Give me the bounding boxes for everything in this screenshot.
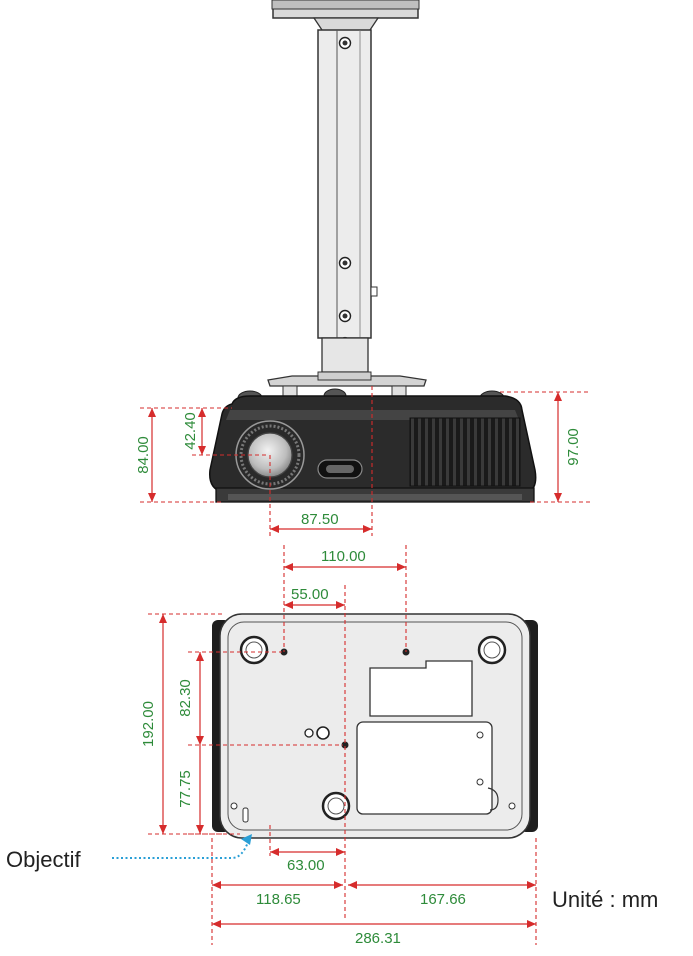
unit-label: Unité : mm [552, 887, 658, 912]
dim-depth-upper: 82.30 [177, 679, 194, 717]
dim-lens-height: 42.40 [182, 412, 199, 450]
projector-front-view [209, 388, 537, 503]
dim-lens-offset-bottom: 63.00 [287, 857, 325, 874]
dim-width-left: 118.65 [256, 891, 301, 908]
lens-pointer [112, 834, 252, 859]
bolt-icon [338, 256, 352, 270]
dim-width-total: 286.31 [355, 930, 401, 947]
bolt-icon [338, 309, 352, 323]
dim-hole-spacing-narrow: 55.00 [291, 586, 329, 603]
dim-side-height-rear: 97.00 [565, 428, 582, 466]
projector-bottom-view [212, 613, 538, 839]
dim-depth-total: 192.00 [140, 701, 157, 747]
dimension-lines [140, 386, 590, 945]
dim-lens-offset-front: 87.50 [301, 511, 339, 528]
lens-label: Objectif [6, 847, 81, 872]
dim-depth-lower: 77.75 [177, 770, 194, 808]
bolt-icon [338, 36, 352, 50]
dim-side-height-front: 84.00 [135, 436, 152, 474]
ceiling-mount [267, 0, 427, 411]
dim-width-right: 167.66 [420, 891, 466, 908]
dim-hole-spacing-wide: 110.00 [321, 548, 366, 565]
